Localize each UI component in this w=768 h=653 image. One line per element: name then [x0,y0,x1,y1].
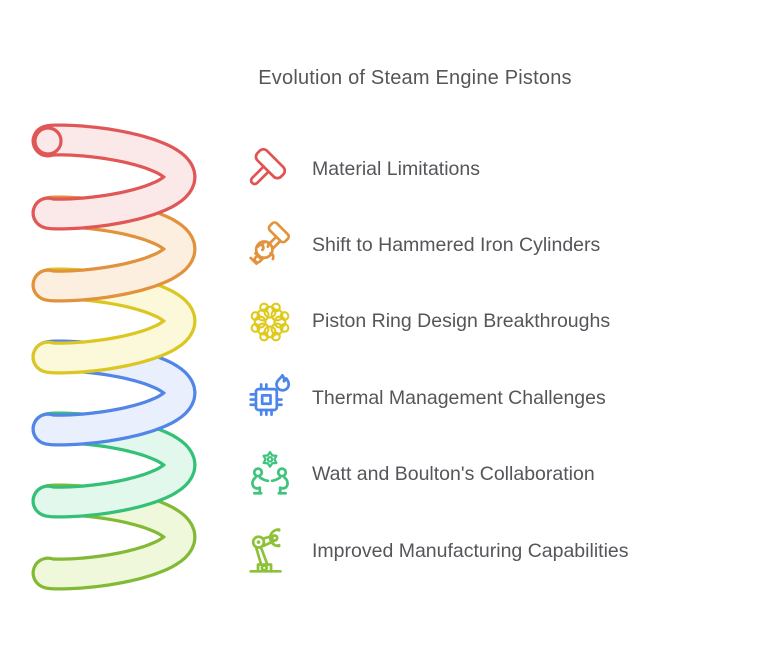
list-item: Material Limitations [245,131,755,207]
item-label: Shift to Hammered Iron Cylinders [312,234,601,257]
page-title: Evolution of Steam Engine Pistons [258,67,572,89]
item-label: Material Limitations [312,157,480,180]
spiral-end-cap [33,126,63,156]
item-label: Watt and Boulton's Collaboration [312,463,595,486]
item-label: Thermal Management Challenges [312,386,606,409]
list-item: Thermal Management Challenges [245,360,755,436]
item-label: Improved Manufacturing Capabilities [312,539,629,562]
list-item: Piston Ring Design Breakthroughs [245,284,755,360]
spiral-turn-1-fill [34,126,194,228]
list-item: Shift to Hammered Iron Cylinders [245,207,755,283]
fist-hammer-icon [245,220,295,271]
ornamental-ring-icon [245,297,295,347]
people-gear-icon [245,450,295,500]
list-item: Watt and Boulton's Collaboration [245,437,755,513]
chip-flame-icon [245,373,295,423]
robot-arm-icon [245,526,295,576]
item-label: Piston Ring Design Breakthroughs [312,310,611,333]
mallet-icon [245,144,295,194]
item-list: Material Limitations Shift to Hammered I… [245,131,755,589]
list-item: Improved Manufacturing Capabilities [245,513,755,589]
